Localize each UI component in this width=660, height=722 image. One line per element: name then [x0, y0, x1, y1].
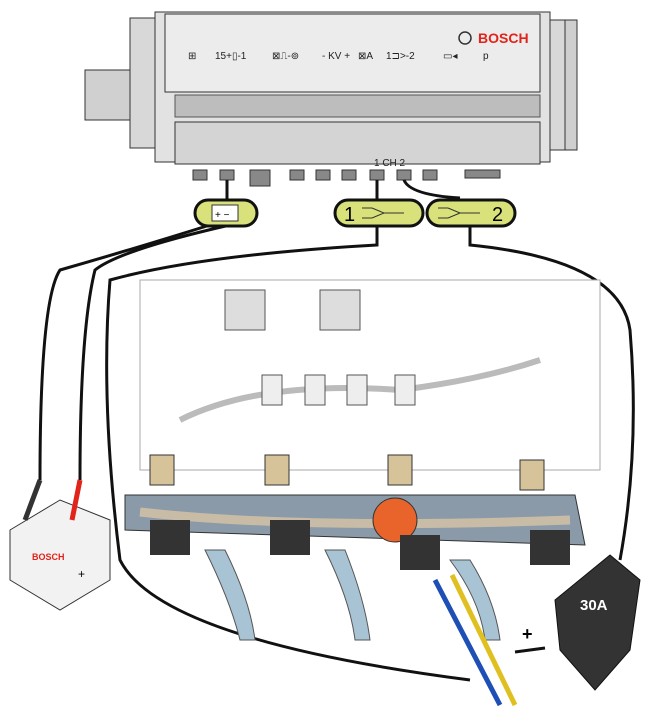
battery-connector: + − [193, 198, 259, 228]
current-clamp: 30A + [514, 554, 641, 691]
panel-label-amp: ⊠A [358, 51, 373, 62]
test-probes [432, 573, 518, 707]
battery-plus: + [78, 567, 85, 581]
channel-1-connector: 1 [333, 198, 425, 228]
channel-2-connector: 2 [425, 198, 517, 228]
channel-label: 1 CH 2 [374, 158, 406, 169]
measured-injector [372, 497, 418, 543]
fuel-rail [124, 494, 586, 546]
vehicle-battery: BOSCH + [9, 479, 111, 611]
panel-label-kv: - KV + [322, 51, 350, 62]
battery-clamp-red [69, 479, 83, 521]
bosch-emblem-icon [458, 31, 472, 45]
current-direction-arrow-icon [514, 646, 546, 654]
panel-label-15: 15+▯-1 [215, 51, 247, 62]
panel-label-trigger: ⊠⎍-⊚ [272, 51, 299, 62]
engine-block [139, 279, 601, 471]
panel-label-pressure: p [483, 51, 489, 62]
injectors [149, 454, 570, 641]
panel-label-channels: 1⊐>-2 [386, 51, 415, 62]
battery-clamp-black [22, 479, 43, 521]
panel-label-ground: ⊞ [188, 51, 196, 62]
channel-2-number: 2 [492, 204, 503, 226]
clamp-direction: + [522, 624, 533, 644]
engine-tester-unit: BOSCH ⊞ 15+▯-1 ⊠⎍-⊚ - KV + ⊠A 1⊐>-2 ▭◂ p… [84, 11, 578, 187]
battery-symbol: + − [215, 210, 230, 221]
brand-logo: BOSCH [478, 30, 529, 46]
channel-1-number: 1 [344, 204, 355, 226]
battery-brand: BOSCH [32, 552, 65, 562]
panel-label-probe: ▭◂ [443, 51, 457, 62]
tester-sockets [192, 169, 501, 187]
clamp-rating: 30A [580, 597, 608, 614]
